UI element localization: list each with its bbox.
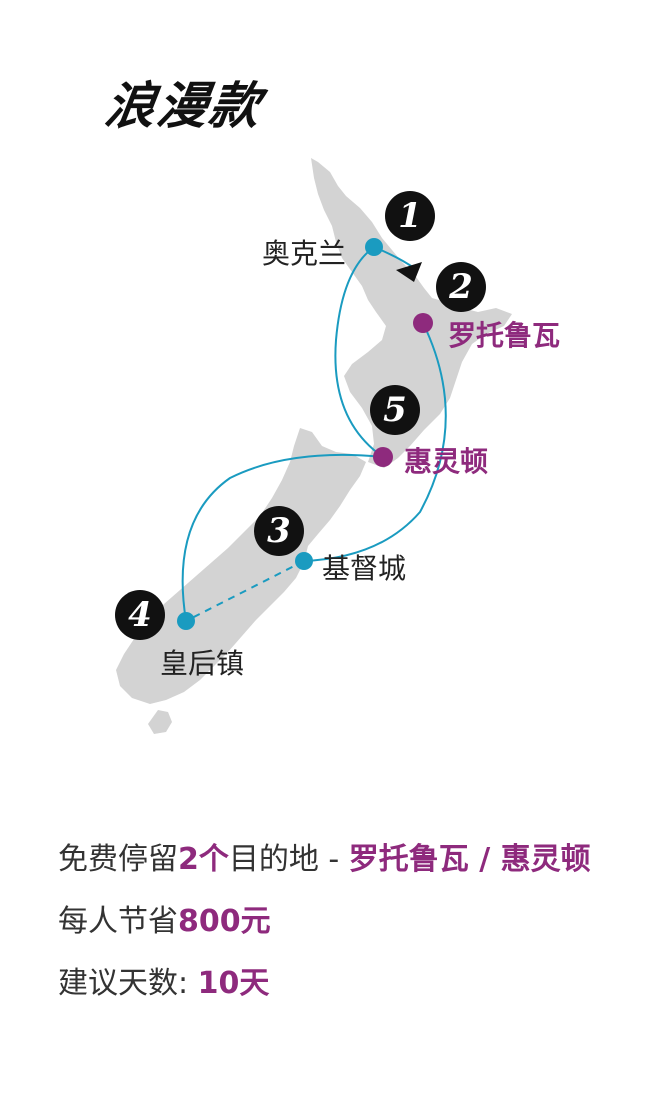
info-line-stops: 免费停留2个目的地 - 罗托鲁瓦 / 惠灵顿 [58,834,591,878]
label-auckland: 奥克兰 [262,237,347,270]
info-savings-prefix: 每人节省 [58,904,178,939]
dot-wellington [373,447,393,467]
info-savings-amount: 800元 [178,904,271,939]
route-christchurch-queenstown [185,560,305,622]
new-zealand-map [116,158,512,734]
label-wellington: 惠灵顿 [404,445,489,478]
dot-auckland [365,238,383,256]
route-wellington-auckland [334,246,384,458]
stewart-island-shape [148,710,172,734]
label-rotorua: 罗托鲁瓦 [448,319,561,352]
label-christchurch: 基督城 [322,552,407,585]
info-days-value: 10天 [197,966,270,1001]
info-line-savings: 每人节省800元 [58,896,271,940]
info-stops-mid: 目的地 - [228,842,349,877]
label-queenstown: 皇后镇 [160,647,245,680]
stop-badge-3: 3 [254,506,304,556]
route-arrow-icon [396,262,422,282]
route-queenstown-wellington [181,453,384,622]
route-lines [181,246,447,622]
info-stops-prefix: 免费停留 [58,842,178,877]
dot-queenstown [177,612,195,630]
stop-badge-2: 2 [436,262,486,312]
north-island-shape [311,158,512,468]
dot-rotorua [413,313,433,333]
stop-badge-4: 4 [115,590,165,640]
info-days-prefix: 建议天数: [58,966,198,1001]
info-line-days: 建议天数: 10天 [58,958,269,1002]
info-stops-places: 罗托鲁瓦 / 惠灵顿 [348,842,591,877]
info-stops-count: 2个 [178,842,229,877]
dot-christchurch [295,552,313,570]
south-island-shape [116,428,366,704]
stop-badge-1: 1 [385,191,435,241]
route-rotorua-christchurch [303,322,447,562]
stop-badge-5: 5 [370,385,420,435]
